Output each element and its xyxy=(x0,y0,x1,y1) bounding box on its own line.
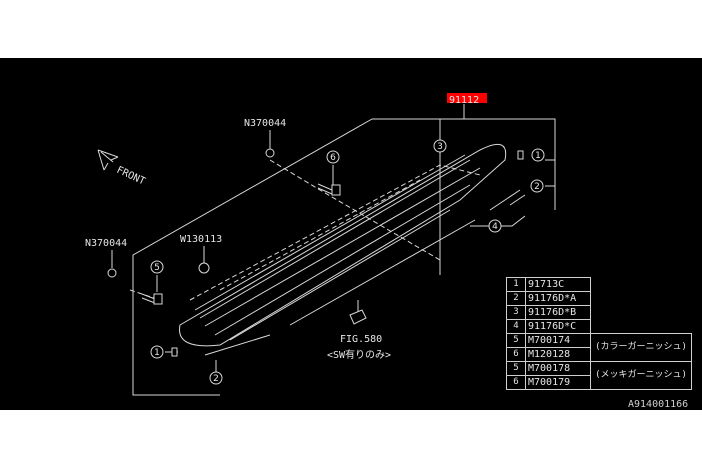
screw-icon xyxy=(317,183,341,196)
svg-text:2: 2 xyxy=(534,182,540,192)
svg-text:2: 2 xyxy=(213,374,219,384)
label-washer: W130113 xyxy=(180,234,222,245)
nut-icon xyxy=(107,268,117,278)
garnish-body xyxy=(129,143,526,356)
callout-1-lower[interactable]: 1 xyxy=(150,345,164,359)
main-part-number[interactable]: 91112 xyxy=(449,95,479,106)
washer-icon xyxy=(198,262,210,274)
nut-icon xyxy=(265,148,275,158)
callout-5[interactable]: 5 xyxy=(150,260,164,274)
svg-text:1: 1 xyxy=(154,348,160,358)
callout-4[interactable]: 4 xyxy=(470,215,526,233)
group-outline xyxy=(132,104,556,396)
callout-2-lower[interactable]: 2 xyxy=(209,360,223,385)
fig-note: <SW有りのみ> xyxy=(327,348,391,361)
label-nut-upper: N370044 xyxy=(244,118,286,129)
svg-text:5: 5 xyxy=(154,263,160,273)
callout-2[interactable]: 2 xyxy=(530,179,544,193)
document-id: A914001166 xyxy=(628,399,689,410)
svg-text:6: 6 xyxy=(330,153,336,163)
front-arrow-icon: FRONT xyxy=(97,149,147,188)
svg-text:3: 3 xyxy=(437,142,443,152)
callout-1[interactable]: 1 xyxy=(531,148,545,162)
callout-6[interactable]: 6 xyxy=(326,150,340,164)
screw-icon xyxy=(141,293,163,305)
part-highlight[interactable] xyxy=(447,93,487,103)
svg-text:1: 1 xyxy=(535,151,541,161)
label-nut-lower: N370044 xyxy=(85,238,127,249)
switch-icon xyxy=(349,300,367,325)
svg-text:FRONT: FRONT xyxy=(115,165,147,188)
fig-reference[interactable]: FIG.580 xyxy=(340,334,382,345)
callout-3[interactable]: 3 xyxy=(433,139,447,153)
svg-text:4: 4 xyxy=(492,222,498,232)
